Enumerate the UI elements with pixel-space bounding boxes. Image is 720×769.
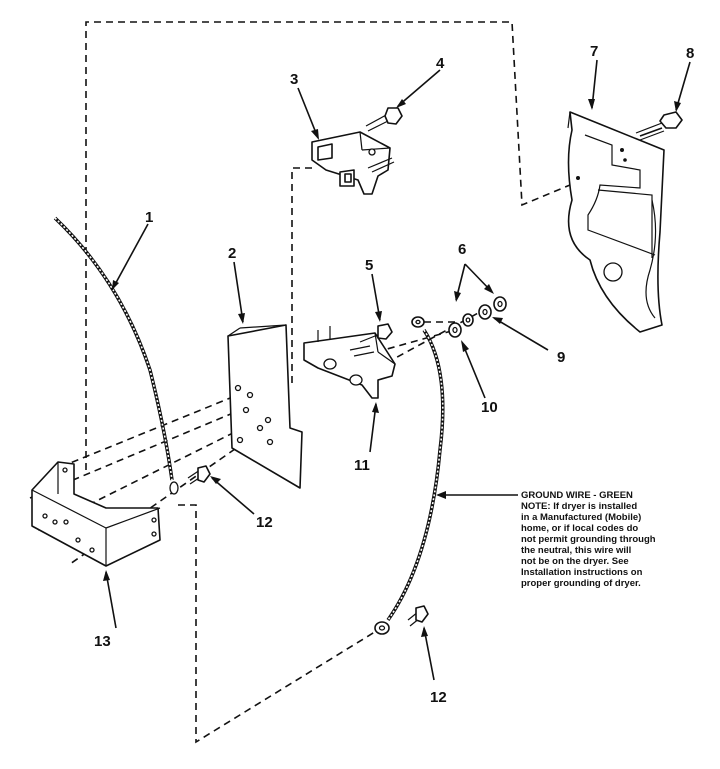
terminal-block-part-11 (303, 326, 396, 399)
callout-13: 13 (94, 633, 111, 650)
screw-part-12-upper (187, 465, 211, 485)
callout-9: 9 (557, 349, 565, 366)
note-line-8: Installation instructions on (521, 567, 643, 578)
assembly-dashed-lines (29, 21, 571, 744)
screw-part-12-lower (407, 605, 429, 627)
callout-11: 11 (354, 457, 370, 474)
callout-8: 8 (686, 45, 694, 62)
callout-1: 1 (145, 209, 153, 226)
ground-wire-note: GROUND WIRE - GREEN NOTE: If dryer is in… (521, 490, 656, 589)
note-line-2: NOTE: If dryer is installed (521, 501, 637, 512)
note-line-7: not be on the dryer. See (521, 556, 629, 567)
screw-part-4 (365, 107, 403, 132)
note-line-4: home, or if local codes do (521, 523, 638, 534)
note-line-5: not permit grounding through (521, 534, 656, 545)
leader-lines (103, 59, 691, 681)
note-line-3: in a Manufactured (Mobile) (521, 512, 641, 523)
callout-3: 3 (290, 71, 298, 88)
callout-6: 6 (458, 241, 466, 258)
screw-part-8 (635, 111, 683, 141)
callout-4: 4 (436, 55, 445, 72)
note-line-9: proper grounding of dryer. (521, 578, 641, 589)
callout-12-lower: 12 (430, 689, 447, 706)
callout-10: 10 (481, 399, 498, 416)
terminal-block-part-3 (311, 131, 395, 195)
screw-part-5 (359, 323, 393, 343)
callout-7: 7 (590, 43, 598, 60)
ground-wire (374, 316, 445, 635)
rear-panel-part-7 (567, 111, 665, 333)
wire-part-1 (53, 216, 179, 495)
note-line-6: the neutral, this wire will (521, 545, 631, 556)
callout-12-upper: 12 (256, 514, 273, 531)
callout-2: 2 (228, 245, 236, 262)
callout-5: 5 (365, 257, 373, 274)
washers-part-6-9-10 (448, 296, 507, 338)
note-line-1: GROUND WIRE - GREEN (521, 490, 633, 501)
callout-labels: 1 2 3 4 5 6 7 8 9 10 11 12 12 13 (94, 43, 694, 706)
mounting-plate-part-2 (227, 324, 303, 489)
bracket-part-13 (31, 461, 161, 567)
